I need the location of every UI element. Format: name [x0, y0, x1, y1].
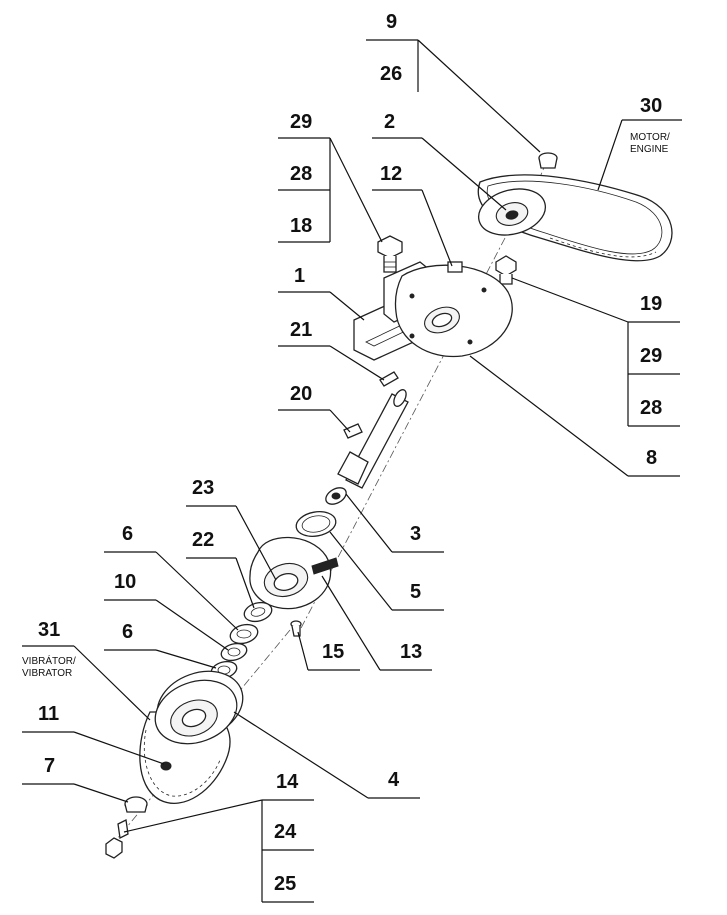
bolt-part [377, 235, 403, 273]
snap-ring-part [295, 511, 337, 537]
label-28-right: 28 [640, 397, 662, 419]
label-25: 25 [274, 873, 296, 895]
bottom-bolt-part [105, 819, 129, 859]
label-30: 30 [640, 95, 662, 117]
label-15: 15 [322, 641, 344, 663]
key-part [379, 371, 399, 387]
motor-caption-line1: MOTOR/ [630, 132, 670, 143]
label-26: 26 [380, 63, 402, 85]
vibrator-pulley-part [154, 670, 244, 745]
label-23: 23 [192, 477, 214, 499]
label-6-top: 6 [122, 523, 133, 545]
label-1: 1 [294, 265, 305, 287]
label-7: 7 [44, 755, 55, 777]
vibrator-caption-line1: VIBRÁTOR/ [22, 654, 76, 667]
set-screw-part [290, 620, 302, 637]
label-22: 22 [192, 529, 214, 551]
label-12: 12 [380, 163, 402, 185]
leader-lines [22, 39, 682, 903]
label-11: 11 [38, 703, 59, 725]
spacer-part [220, 642, 248, 662]
clutch-part [249, 536, 339, 610]
label-13: 13 [400, 641, 422, 663]
label-14: 14 [276, 771, 299, 793]
shaft-part [325, 389, 409, 505]
flange-plate-part [394, 261, 513, 358]
motor-caption-line2: ENGINE [630, 144, 669, 155]
label-31: 31 [38, 619, 60, 641]
label-29-right: 29 [640, 345, 662, 367]
label-18: 18 [290, 215, 312, 237]
label-19: 19 [640, 293, 662, 315]
label-20: 20 [290, 383, 312, 405]
shaft-key-part [343, 423, 363, 439]
label-10: 10 [114, 571, 136, 593]
label-2: 2 [384, 111, 395, 133]
label-24: 24 [274, 821, 297, 843]
label-9: 9 [386, 11, 397, 33]
label-5: 5 [410, 581, 421, 603]
washer-part [243, 601, 273, 623]
label-21: 21 [290, 319, 312, 341]
label-6-bottom: 6 [122, 621, 133, 643]
label-28-top: 28 [290, 163, 312, 185]
end-cap-part [124, 796, 148, 813]
pin-part [538, 152, 558, 169]
label-4: 4 [388, 769, 400, 791]
label-3: 3 [410, 523, 421, 545]
small-bolt-part [495, 255, 517, 285]
vibrator-caption-line2: VIBRATOR [22, 668, 72, 679]
label-8: 8 [646, 447, 657, 469]
label-29-top: 29 [290, 111, 312, 133]
